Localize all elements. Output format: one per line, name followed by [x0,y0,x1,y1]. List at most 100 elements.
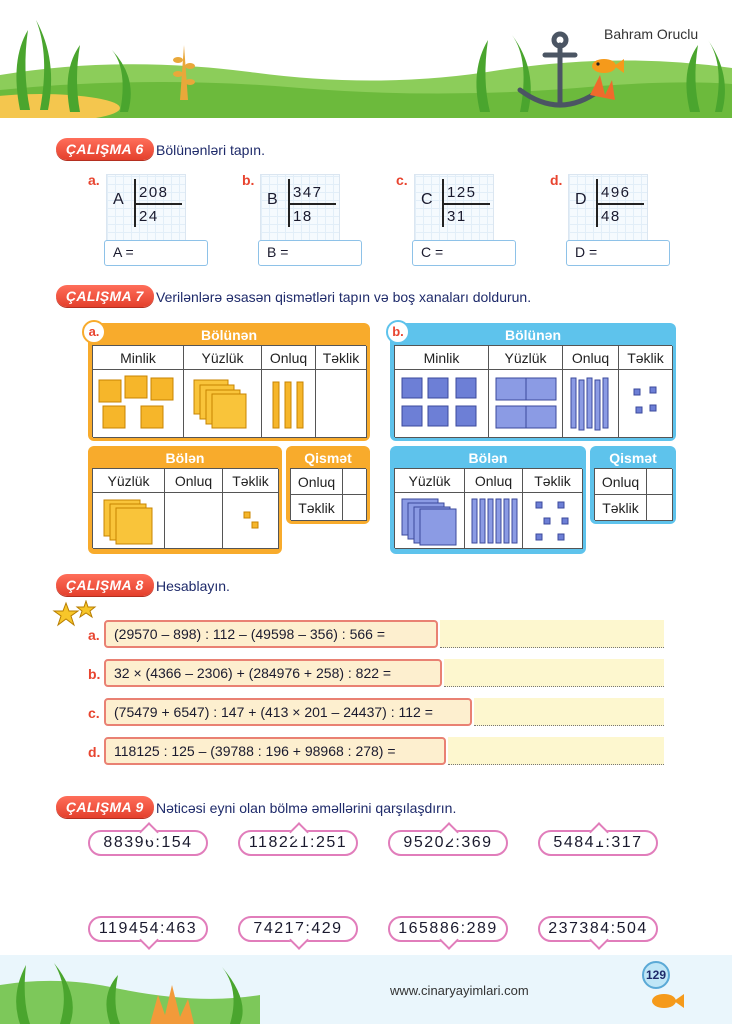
col-header: Təklik [523,469,583,493]
row-label: Təklik [595,495,647,521]
panel-title: Qismət [609,450,657,466]
variable-label: D [575,191,587,208]
ones-cubes [523,493,583,549]
col-header: Yüzlük [93,469,165,493]
thousands-blocks [93,370,184,438]
variable-label: B [267,191,278,208]
header-illustration: Bahram Oruclu [0,0,732,118]
division-pill-top[interactable]: 118221:251 [238,830,358,856]
footer-illustration: www.cinaryayimlari.com 129 [0,955,732,1024]
col-header: Onluq [165,469,223,493]
exercise-8-badge: ÇALIŞMA 8 [56,574,154,596]
item-letter: a. [88,627,100,643]
tens-rods [465,493,523,549]
exercise-9-badge: ÇALIŞMA 9 [56,796,154,818]
panel-title: Bölən [468,450,508,466]
col-header: Minlik [395,346,489,370]
hundreds-flats [489,370,563,438]
ex7a-quotient-panel: Qismət Onluq Təklik [286,446,370,524]
col-header: Minlik [93,346,184,370]
division-pill-top[interactable]: 95202:369 [388,830,508,856]
col-header: Yüzlük [184,346,262,370]
item-letter: b. [242,172,255,188]
quotient-value: 347 [293,184,323,201]
expression-box: (75479 + 6547) : 147 + (413 × 201 – 2443… [104,698,472,726]
publisher-url: www.cinaryayimlari.com [390,983,529,998]
answer-tens-field[interactable] [647,469,673,495]
hundreds-flats [395,493,465,549]
variable-label: A [113,191,124,208]
exercise-6-instruction: Bölünənləri tapın. [156,142,265,158]
answer-line-d[interactable] [448,737,664,765]
ex7b-dividend-panel: Bölünən Minlik Yüzlük Onluq Təklik [390,323,676,441]
ex7b-letter: b. [386,320,410,344]
ones-empty [316,370,367,438]
division-card: C 125 31 [414,174,494,242]
variable-label: C [421,191,433,208]
expression-box: (29570 – 898) : 112 – (49598 – 356) : 56… [104,620,438,648]
divisor-value: 24 [139,208,159,225]
answer-line-a[interactable] [440,620,664,648]
answer-line-b[interactable] [444,659,664,687]
quotient-value: 496 [601,184,631,201]
item-letter: c. [88,705,100,721]
answer-field-d[interactable]: D = [566,240,670,266]
ex7b-divisor-panel: Bölən Yüzlük Onluq Təklik [390,446,586,554]
exercise-7-badge: ÇALIŞMA 7 [56,285,154,307]
thousands-blocks [395,370,489,438]
col-header: Təklik [619,346,673,370]
division-pill-bottom[interactable]: 165886:289 [388,916,508,942]
item-letter: d. [550,172,563,188]
ones-cubes [223,493,279,549]
dividend-table: Minlik Yüzlük Onluq Təklik [92,345,367,438]
col-header: Yüzlük [489,346,563,370]
item-letter: d. [88,744,101,760]
division-pill-bottom[interactable]: 74217:429 [238,916,358,942]
quotient-table: Onluq Təklik [290,468,367,521]
row-label: Onluq [291,469,343,495]
quotient-value: 208 [139,184,169,201]
col-header: Onluq [262,346,316,370]
quotient-table: Onluq Təklik [594,468,673,521]
division-pill-top[interactable]: 54841:317 [538,830,658,856]
col-header: Təklik [223,469,279,493]
dividend-table: Minlik Yüzlük Onluq Təklik [394,345,673,438]
answer-field-c[interactable]: C = [412,240,516,266]
answer-ones-field[interactable] [343,495,367,521]
expression-box: 118125 : 125 – (39788 : 196 + 98968 : 27… [104,737,446,765]
ex7a-dividend-panel: Bölünən Minlik Yüzlük Onluq Təklik [88,323,370,441]
ex7b-quotient-panel: Qismət Onluq Təklik [590,446,676,524]
author-name: Bahram Oruclu [604,26,699,42]
item-letter: c. [396,172,408,188]
tens-empty [165,493,223,549]
item-letter: a. [88,172,100,188]
division-card: D 496 48 [568,174,648,242]
hundreds-flats [93,493,165,549]
exercise-8-instruction: Hesablayın. [156,578,230,594]
ones-cubes [619,370,673,438]
answer-field-b[interactable]: B = [258,240,362,266]
tens-rods [262,370,316,438]
answer-ones-field[interactable] [647,495,673,521]
expression-box: 32 × (4366 – 2306) + (284976 + 258) : 82… [104,659,442,687]
division-pill-top[interactable]: 88396:154 [88,830,208,856]
col-header: Təklik [316,346,367,370]
divisor-table: Yüzlük Onluq Təklik [92,468,279,549]
answer-tens-field[interactable] [343,469,367,495]
division-card: B 347 18 [260,174,340,242]
divisor-value: 31 [447,208,467,225]
panel-title: Bölünən [201,327,257,343]
panel-title: Bölünən [505,327,561,343]
answer-field-a[interactable]: A = [104,240,208,266]
division-pill-bottom[interactable]: 237384:504 [538,916,658,942]
division-card: A 208 24 [106,174,186,242]
col-header: Onluq [465,469,523,493]
exercise-9-instruction: Nəticəsi eyni olan bölmə əməllərini qarş… [156,800,457,816]
star-icon [52,599,98,633]
answer-line-c[interactable] [474,698,664,726]
row-label: Təklik [291,495,343,521]
col-header: Onluq [563,346,619,370]
exercise-7-instruction: Verilənlərə əsasən qismətləri tapın və b… [156,289,532,305]
division-pill-bottom[interactable]: 119454:463 [88,916,208,942]
panel-title: Qismət [304,450,352,466]
